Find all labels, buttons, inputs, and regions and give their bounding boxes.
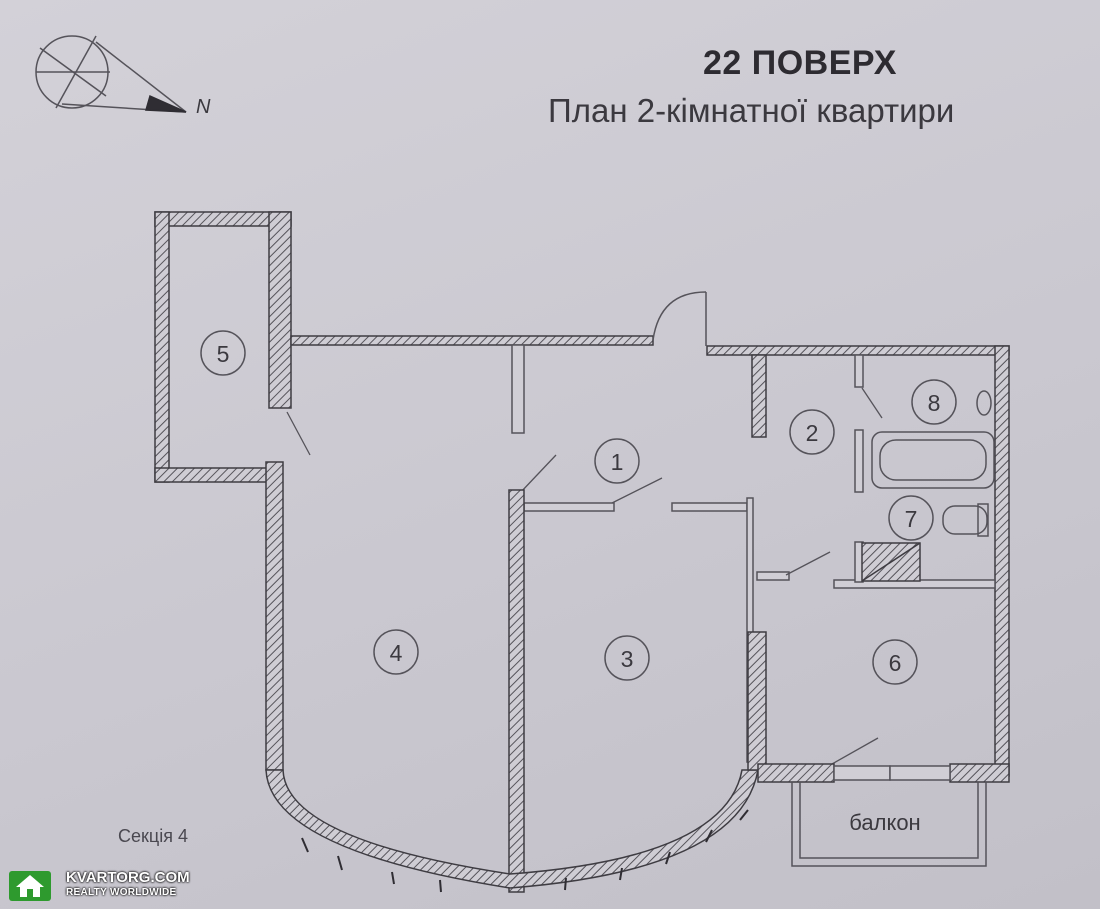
room-number: 2 [806, 420, 819, 446]
room-marker-2: 2 [789, 409, 835, 455]
room-number: 1 [611, 449, 624, 475]
plan-subtitle: План 2-кімнатної квартири [548, 92, 955, 129]
door-swings [286, 387, 883, 765]
room-marker-7: 7 [888, 495, 934, 541]
balcony-label: балкон [849, 810, 920, 835]
room-marker-4: 4 [373, 629, 419, 675]
top-wall [290, 335, 1010, 777]
north-label: N [196, 96, 211, 118]
ventilation-shaft-icon [861, 542, 921, 582]
room-marker-3: 3 [604, 635, 650, 681]
room-marker-6: 6 [872, 639, 918, 685]
room-number: 5 [217, 341, 230, 367]
toilet-icon [942, 503, 989, 537]
house-logo-icon [9, 871, 51, 901]
room-marker-8: 8 [911, 379, 957, 425]
room-number: 3 [621, 646, 634, 672]
partition-4-3 [508, 489, 525, 893]
room-marker-1: 1 [594, 438, 640, 484]
room-5-walls [154, 211, 292, 483]
left-wall-room-4 [265, 461, 284, 771]
watermark[interactable]: KVARTORG.COM REALTY WORLDWIDE [6, 866, 206, 906]
compass-rose-icon [35, 35, 187, 113]
watermark-name: KVARTORG.COM [66, 869, 190, 886]
room-number: 4 [390, 640, 403, 666]
room-number: 8 [928, 390, 941, 416]
sink-icon [976, 390, 992, 416]
balcony-door [833, 765, 951, 781]
entrance-door [652, 291, 707, 346]
floor-title: 22 ПОВЕРХ [703, 44, 897, 82]
balcony-outline [791, 782, 987, 867]
interior-walls [511, 344, 996, 763]
room-6-walls [747, 631, 1010, 783]
room-number: 7 [905, 506, 918, 532]
section-label: Секція 4 [118, 826, 188, 846]
window-marks [301, 809, 749, 893]
room-marker-5: 5 [200, 330, 246, 376]
room-number: 6 [889, 650, 902, 676]
bathtub-icon [871, 431, 995, 489]
watermark-tagline: REALTY WORLDWIDE [66, 887, 177, 898]
